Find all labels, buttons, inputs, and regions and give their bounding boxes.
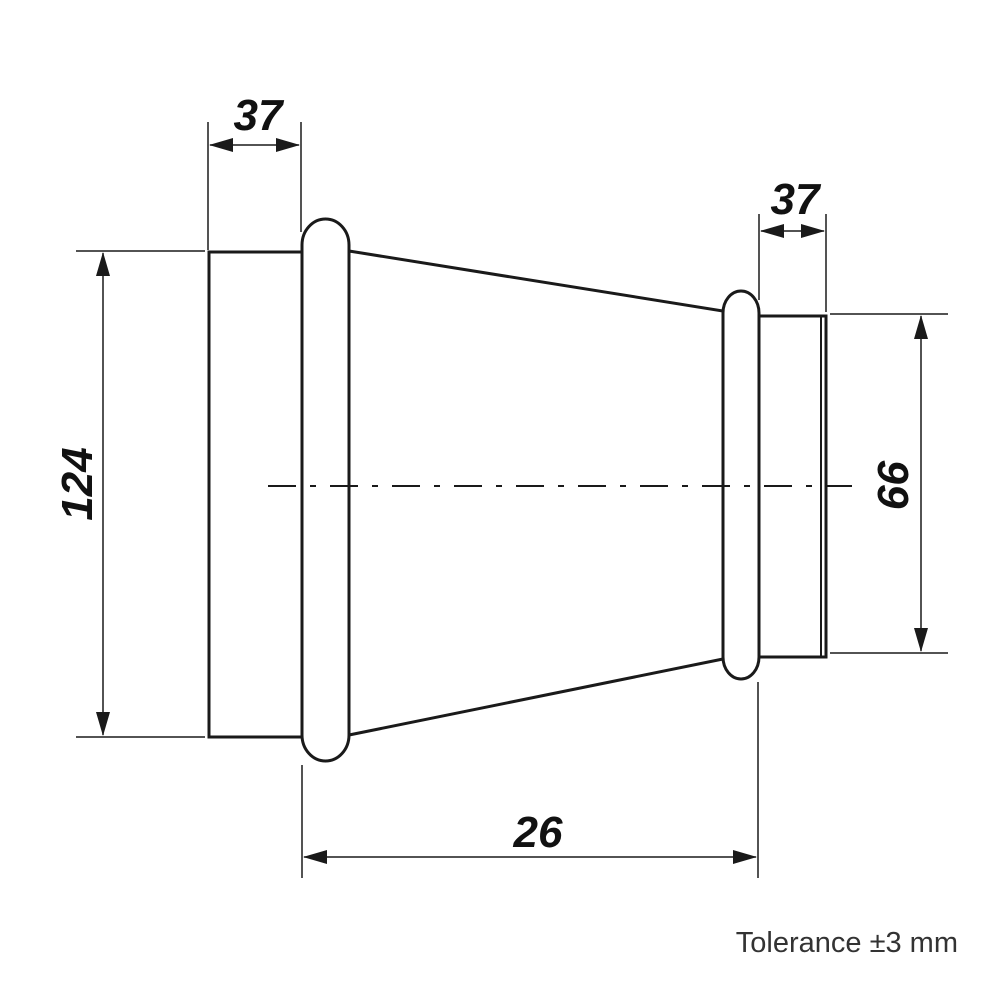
body-length-label: 26 bbox=[513, 808, 563, 857]
large-diameter-label: 124 bbox=[53, 447, 102, 520]
left-collar-length-label: 37 bbox=[234, 91, 285, 140]
conical-body bbox=[347, 249, 725, 737]
dimension-right-collar: 37 bbox=[758, 175, 827, 312]
tolerance-note: Tolerance ±3 mm bbox=[736, 927, 958, 959]
dimension-small-diameter: 99 bbox=[830, 313, 948, 654]
left-bead-ring bbox=[300, 217, 351, 763]
dimension-body-length: 26 bbox=[301, 682, 759, 878]
left-collar bbox=[207, 250, 304, 739]
right-collar-length-label: 37 bbox=[771, 175, 822, 224]
small-diameter-label: 99 bbox=[868, 460, 917, 509]
dimension-large-diameter: 124 bbox=[53, 250, 205, 738]
dimension-left-collar: 37 bbox=[207, 91, 302, 250]
